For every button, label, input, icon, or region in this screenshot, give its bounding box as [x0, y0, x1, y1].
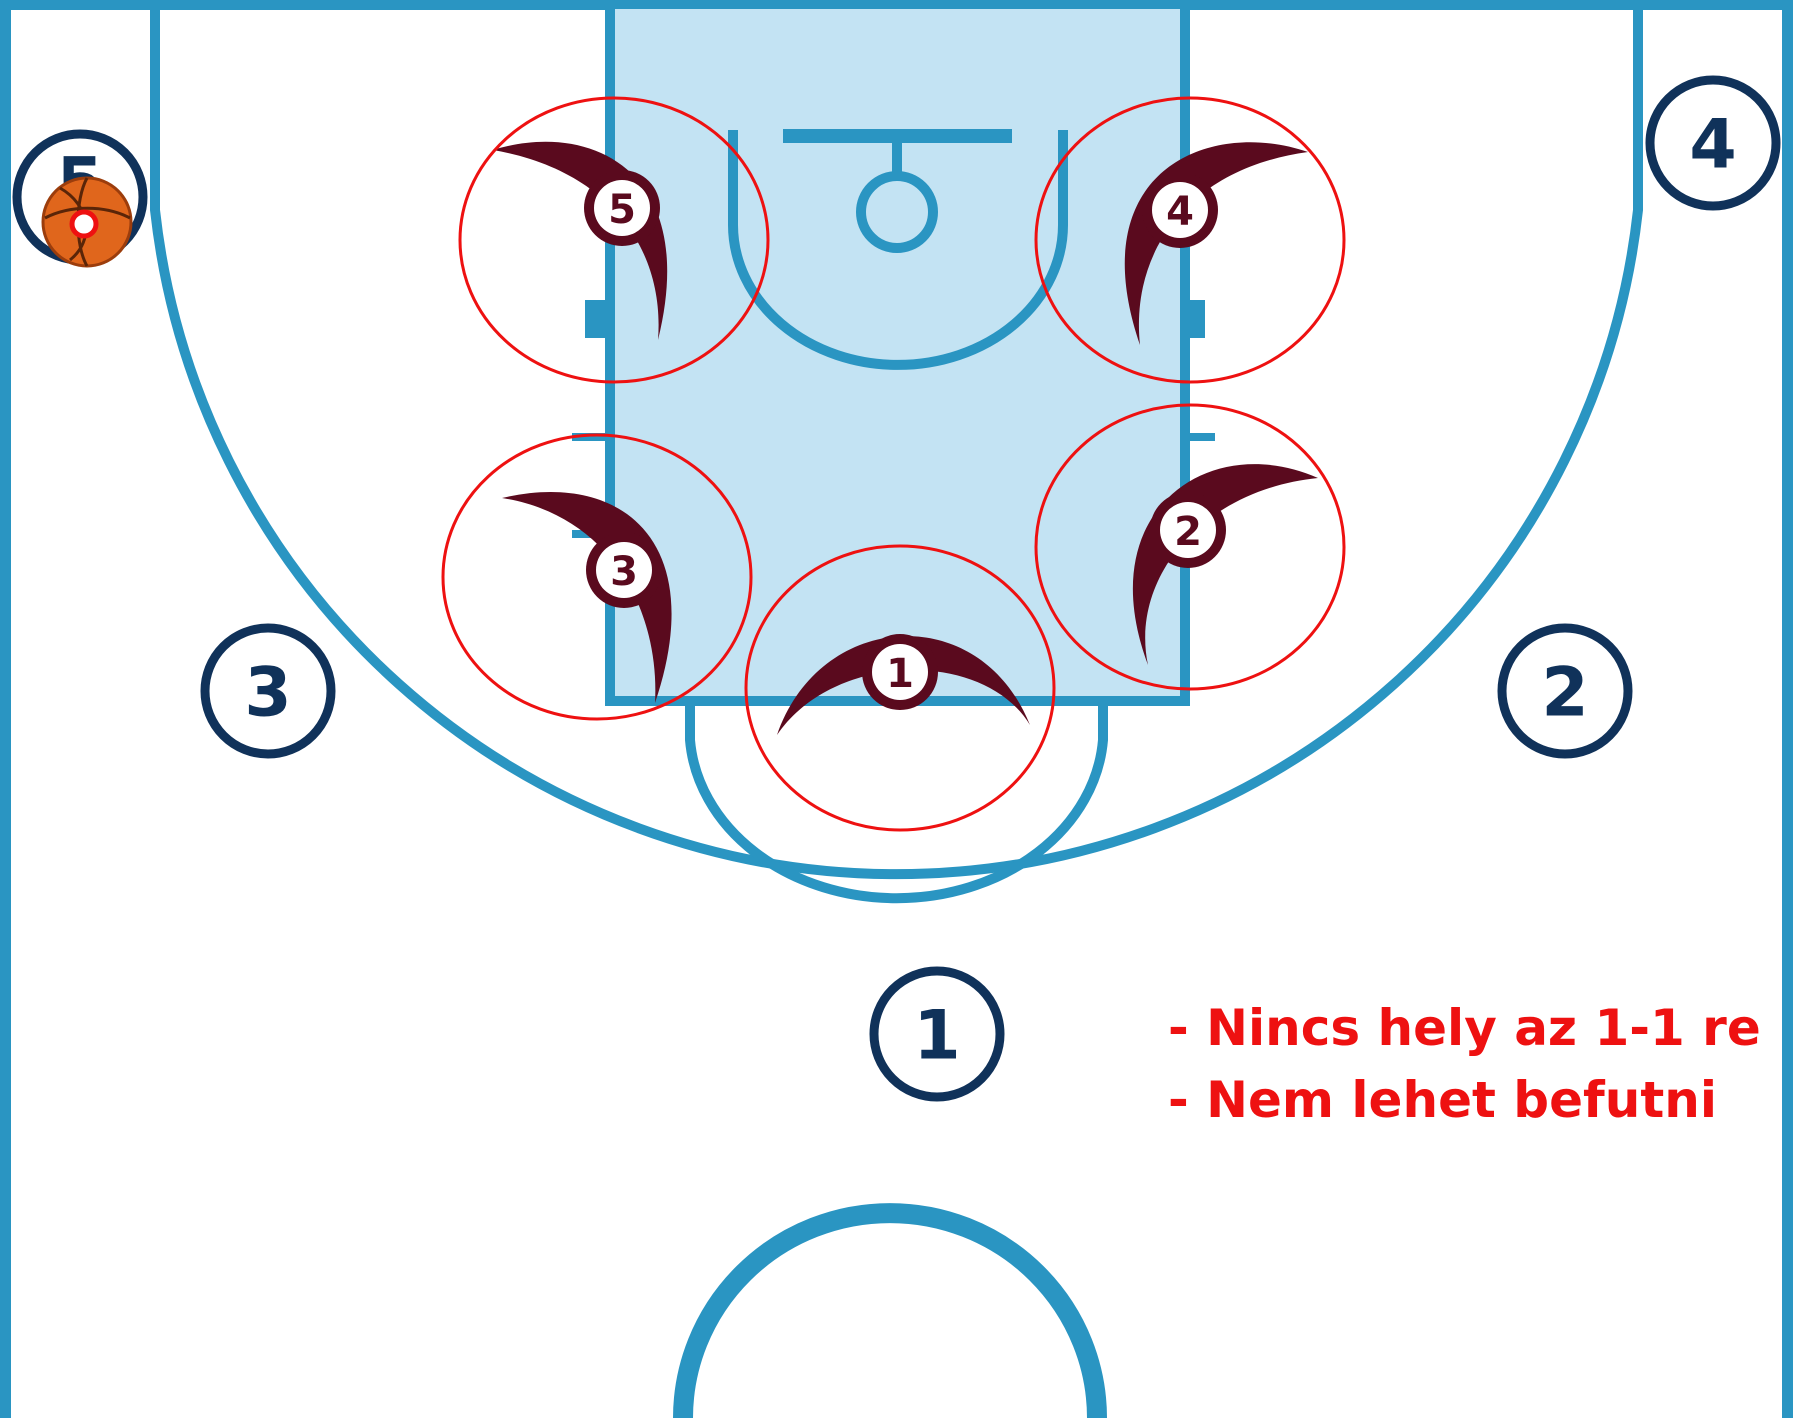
note-line-2: - Nem lehet befutni [1168, 1071, 1717, 1129]
offense-player-1[interactable]: 1 [869, 966, 1005, 1102]
defense-4-number: 4 [1166, 189, 1194, 235]
offense-player-4[interactable]: 4 [1645, 75, 1781, 211]
highlight-defense-1 [744, 544, 1056, 832]
rim [856, 171, 938, 253]
basketball-icon[interactable] [41, 176, 133, 268]
offense-3-number: 3 [244, 654, 291, 733]
notes: - Nincs hely az 1-1 re - Nem lehet befut… [1168, 992, 1761, 1136]
highlight-defense-2 [1034, 403, 1346, 691]
defense-5-number: 5 [608, 187, 636, 233]
free-throw-circle [685, 701, 1108, 904]
defense-1-number: 1 [886, 651, 914, 697]
offense-player-2[interactable]: 2 [1497, 623, 1633, 759]
highlight-defense-5 [458, 96, 770, 384]
highlight-defense-3 [441, 433, 753, 721]
restricted-area-arc [728, 130, 1068, 370]
offense-1-number: 1 [913, 997, 960, 1076]
defense-player-1[interactable]: 1 [862, 634, 938, 710]
defense-player-3[interactable]: 3 [586, 532, 662, 608]
note-line-1: - Nincs hely az 1-1 re [1168, 999, 1761, 1057]
defense-player-2[interactable]: 2 [1150, 492, 1226, 568]
three-point-line [150, 0, 1643, 880]
highlight-defense-4 [1034, 96, 1346, 384]
center-circle [673, 1203, 1107, 1418]
offense-player-3[interactable]: 3 [200, 623, 336, 759]
defense-1-arm [777, 636, 1030, 735]
offense-players: 5 4 3 2 1 [12, 75, 1781, 1102]
defense-2-number: 2 [1174, 509, 1202, 555]
defense-3-number: 3 [610, 549, 638, 595]
defense-players: 5 4 3 2 1 [584, 170, 1226, 710]
defense-player-4[interactable]: 4 [1142, 172, 1218, 248]
highlight-circles [441, 96, 1346, 832]
defense-player-5[interactable]: 5 [584, 170, 660, 246]
offense-4-number: 4 [1689, 106, 1736, 185]
offense-2-number: 2 [1541, 654, 1588, 733]
paint [605, 0, 1190, 706]
